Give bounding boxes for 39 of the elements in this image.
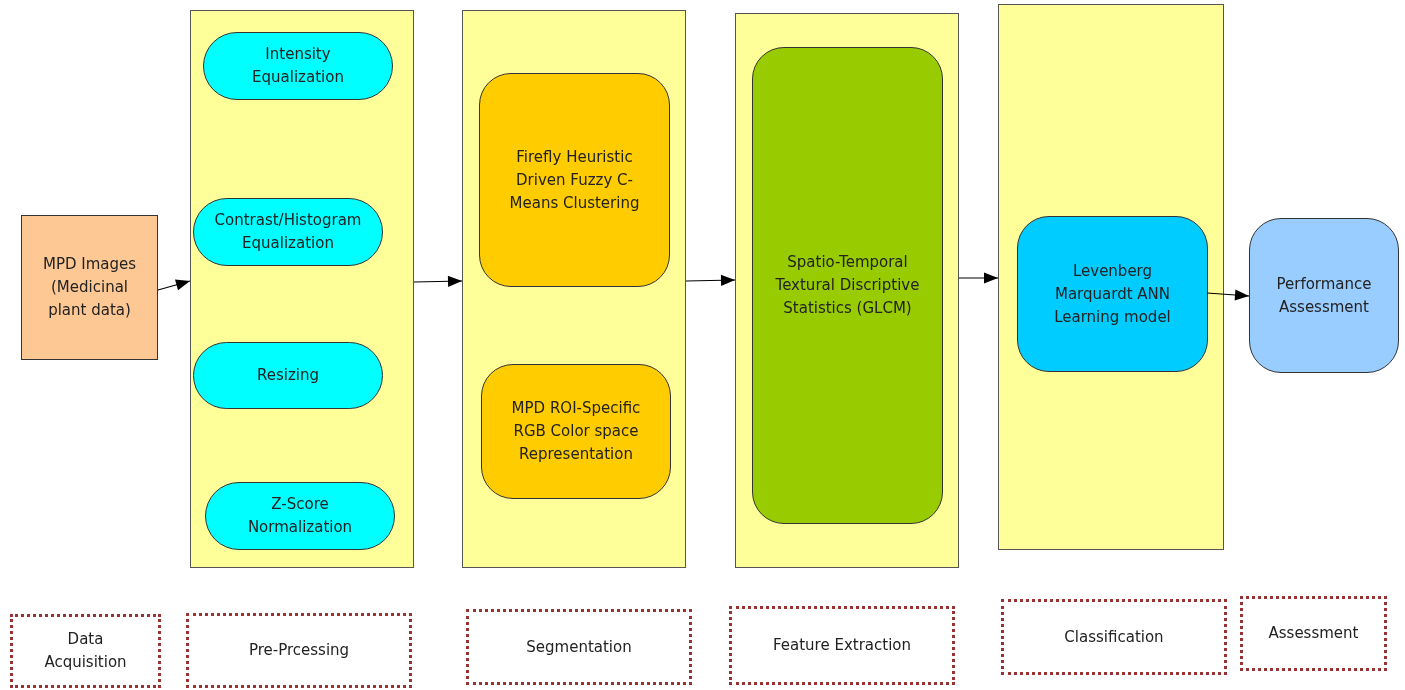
stage-label: Assessment [1268,623,1359,644]
process-box [752,47,943,524]
arrow [958,272,999,284]
stage-label-box [186,613,412,688]
stage-label-box [1240,596,1387,671]
stage-label-box [466,609,692,685]
node-label: Resizing [257,365,319,386]
stage-label: Classification [1064,626,1164,648]
stage-label: Data Acquisition [43,629,128,673]
process-box [1249,218,1399,373]
stage-panel [735,13,959,568]
stage-label-box [729,606,955,685]
data-box [21,215,158,360]
stage-label-box [10,614,161,688]
node-label: Levenberg Marquardt ANN Learning model [1053,260,1172,328]
node-label: Z-Score Normalization [246,494,354,538]
stage-label-box [1001,599,1227,675]
process-pill [193,198,383,266]
stage-label: Feature Extraction [773,635,911,656]
stage-label: Segmentation [526,636,632,658]
process-pill [193,342,383,409]
node-label: Spatio-Temporal Textural Discriptive Statistics (GLCM) [774,252,921,319]
arrow [157,279,191,291]
stage-label: Pre-Prcessing [248,640,350,661]
stage-panel [190,10,414,568]
node-label: MPD ROI-Specific RGB Color space Representation [510,398,642,465]
node-label: MPD Images (Medicinal plant data) [41,254,138,321]
node-label: Firefly Heuristic Driven Fuzzy C-Means Clustering [508,146,641,214]
stage-panel [462,10,686,568]
arrow [685,274,736,286]
node-label: Contrast/Histogram Equalization [213,210,363,254]
arrow [413,275,463,287]
stage-panel [998,4,1224,550]
arrow [1206,289,1250,301]
process-box [479,73,670,287]
node-label: Performance Assessment [1275,273,1373,318]
process-box [1017,216,1208,372]
node-label: Intensity Equalization [251,44,345,88]
process-box [481,364,671,499]
